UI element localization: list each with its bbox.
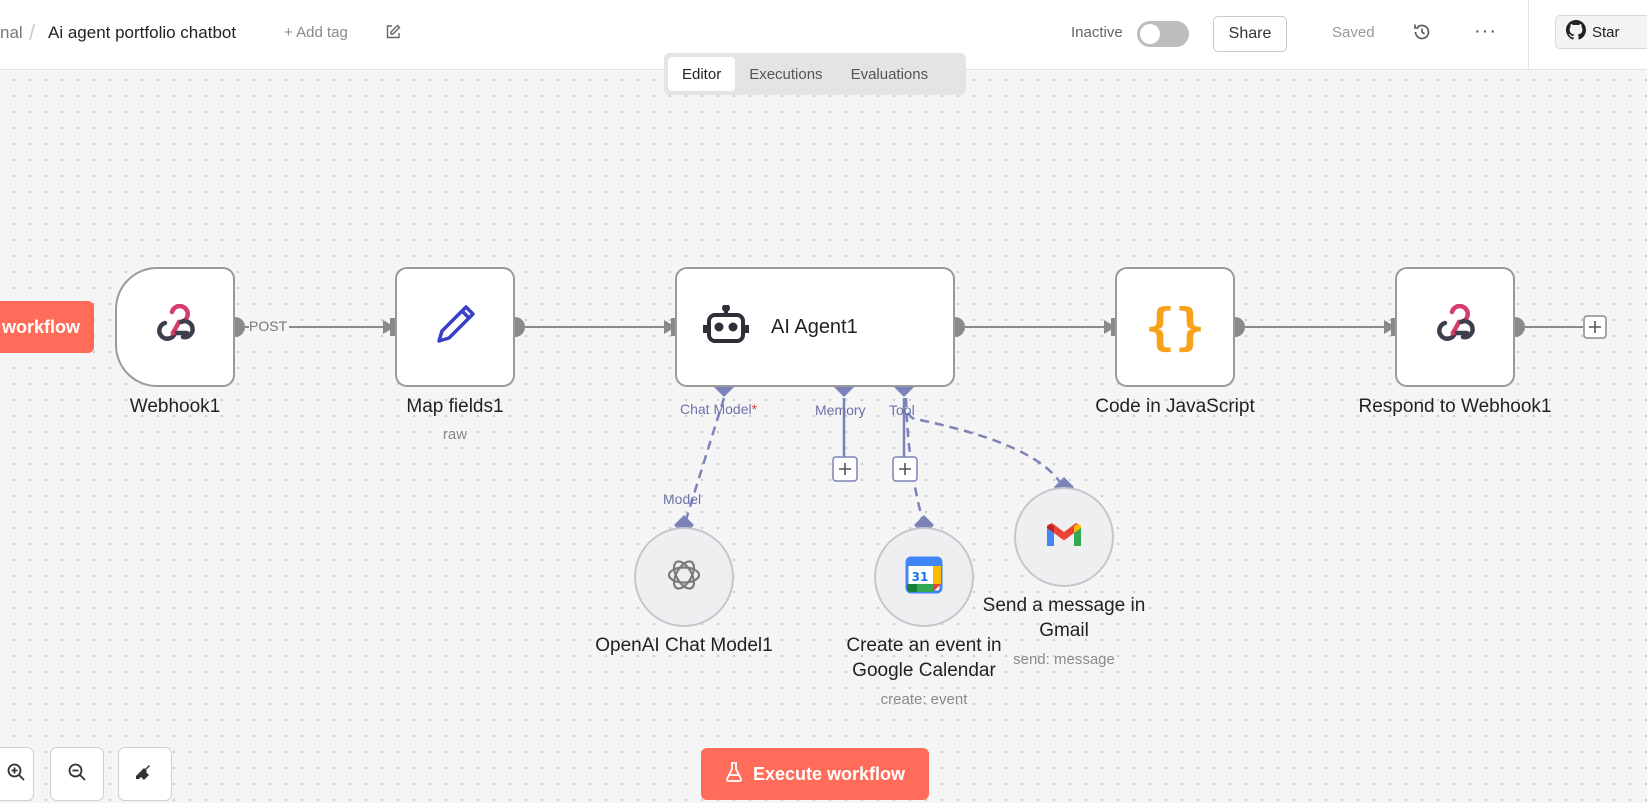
breadcrumb-separator: / (29, 20, 36, 45)
toggle-knob (1140, 24, 1160, 44)
more-options-icon[interactable]: ··· (1474, 20, 1497, 42)
zoom-in-button[interactable] (0, 747, 34, 801)
port-label-chat-model: Chat Model* (680, 401, 757, 417)
add-tool-button[interactable] (892, 456, 918, 482)
port-label-tool: Tool (889, 402, 915, 418)
execute-workflow-partial-button[interactable]: workflow (0, 301, 94, 353)
node-map-fields-subtitle: raw (442, 426, 468, 443)
execute-workflow-button[interactable]: Execute workflow (701, 748, 929, 800)
node-webhook-title: Webhook1 (129, 396, 221, 417)
github-star-button[interactable]: Star (1555, 15, 1647, 49)
google-calendar-icon: 31 (905, 556, 943, 599)
tidy-up-button[interactable] (118, 747, 172, 801)
tab-evaluations[interactable]: Evaluations (850, 65, 929, 83)
tab-executions[interactable]: Executions (749, 65, 823, 83)
node-respond-title: Respond to Webhook1 (1358, 396, 1552, 417)
saved-status: Saved (1332, 24, 1375, 41)
node-ai-agent-title: AI Agent1 (771, 315, 858, 338)
node-google-calendar[interactable]: 31 (874, 527, 974, 627)
port-label-memory: Memory (815, 402, 866, 418)
arrowhead (1104, 320, 1116, 334)
webhook-icon (152, 303, 198, 351)
github-star-label: Star (1592, 23, 1620, 41)
required-mark: * (751, 401, 758, 417)
workflow-name[interactable]: Ai agent portfolio chatbot (48, 23, 237, 42)
port-label-model: Model (663, 491, 702, 507)
share-button[interactable]: Share (1213, 16, 1287, 52)
node-openai-chat-model[interactable] (634, 527, 734, 627)
history-icon[interactable] (1412, 22, 1432, 47)
active-toggle[interactable] (1137, 21, 1189, 47)
pencil-icon (431, 301, 479, 354)
execute-workflow-label: Execute workflow (752, 763, 906, 784)
partial-button-label: workflow (2, 316, 81, 337)
node-respond-webhook[interactable] (1395, 267, 1515, 387)
edge-label-post: POST (249, 318, 288, 334)
edit-description-icon[interactable] (385, 24, 401, 45)
github-icon (1566, 20, 1586, 44)
add-after-button[interactable] (1583, 315, 1607, 339)
edge-gmail-tool[interactable] (904, 397, 1065, 488)
zoom-in-icon (6, 762, 26, 787)
add-tag-button[interactable]: + Add tag (284, 24, 348, 41)
node-gmail-title-line1: Send a message in (982, 595, 1146, 616)
node-gcal-title-line2: Google Calendar (852, 660, 996, 681)
svg-text:31: 31 (912, 570, 929, 584)
input-port-map[interactable] (390, 318, 398, 336)
flask-icon (725, 761, 743, 787)
node-webhook[interactable] (115, 267, 235, 387)
arrowhead (1384, 320, 1396, 334)
node-gmail[interactable] (1014, 487, 1114, 587)
node-code-javascript[interactable]: {} (1115, 267, 1235, 387)
node-map-fields-title: Map fields1 (406, 396, 504, 417)
node-gcal-title-line1: Create an event in (846, 635, 1002, 656)
node-code-title: Code in JavaScript (1095, 396, 1255, 417)
chat-model-text: Chat Model (680, 401, 752, 417)
zoom-out-icon (67, 762, 87, 787)
openai-icon (664, 555, 704, 600)
add-memory-button[interactable] (832, 456, 858, 482)
edge-openai-chatmodel[interactable] (682, 397, 726, 527)
arrowhead (664, 320, 676, 334)
tab-editor[interactable]: Editor (668, 57, 736, 91)
breadcrumb-project[interactable]: nal (0, 23, 23, 42)
node-ai-agent[interactable]: AI Agent1 (675, 267, 955, 387)
code-braces-icon: {} (1144, 298, 1206, 356)
node-openai-title: OpenAI Chat Model1 (595, 635, 773, 656)
gmail-icon (1044, 520, 1084, 555)
header-divider (1528, 0, 1529, 70)
broom-icon (134, 761, 156, 788)
active-status-label: Inactive (1071, 24, 1123, 41)
node-gmail-subtitle: send: message (1013, 651, 1115, 668)
view-tabs: Editor Executions Evaluations (664, 53, 966, 95)
edge-label-post-bg (249, 317, 289, 337)
zoom-out-button[interactable] (50, 747, 104, 801)
arrowhead (383, 320, 395, 334)
robot-icon (703, 303, 749, 350)
node-map-fields[interactable] (395, 267, 515, 387)
node-gmail-title-line2: Gmail (1039, 620, 1089, 641)
node-gcal-subtitle: create: event (880, 691, 968, 708)
webhook-icon (1432, 303, 1478, 351)
